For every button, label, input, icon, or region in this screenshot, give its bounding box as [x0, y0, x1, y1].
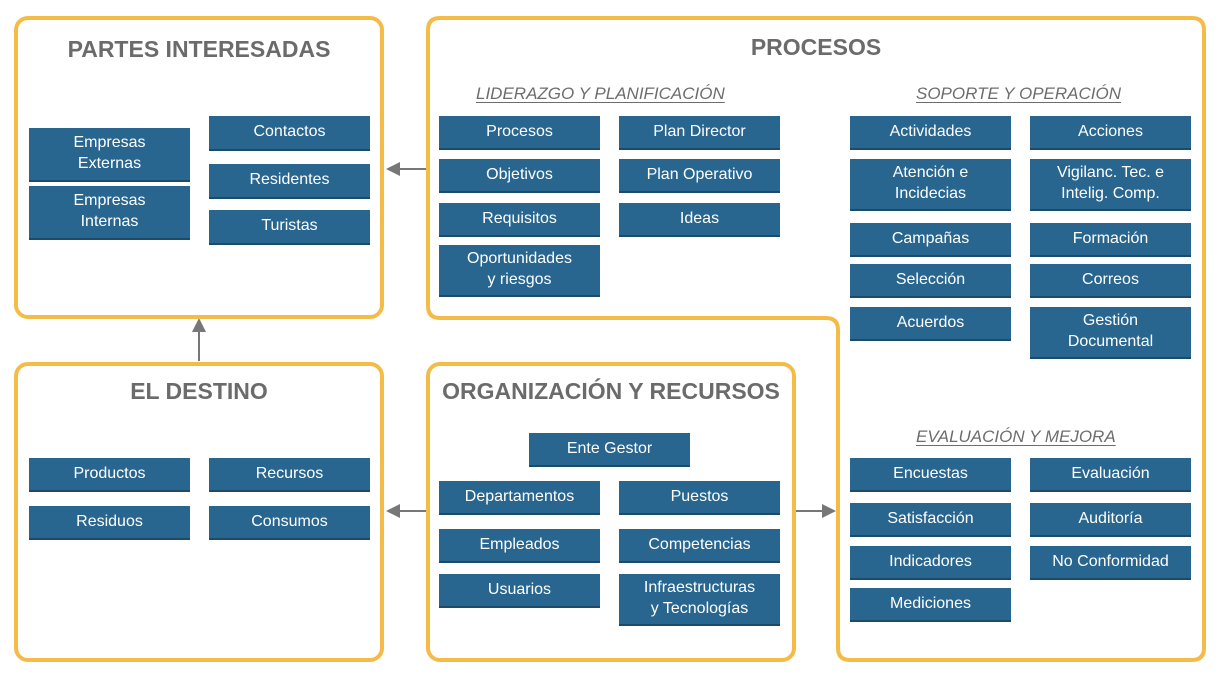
evaluacion-item-indicadores: Indicadores [850, 546, 1011, 578]
empresas-externas-box: Empresas Externas [29, 128, 190, 180]
liderazgo-item-objetivos: Objetivos [439, 159, 600, 191]
arrow-to-partes [386, 162, 400, 176]
organizacion-title: ORGANIZACIÓN Y RECURSOS [442, 378, 780, 404]
soporte-item-acuerdos: Acuerdos [850, 307, 1011, 339]
empleados-box: Empleados [439, 529, 600, 561]
ente-gestor-box: Ente Gestor [529, 433, 690, 465]
soporte-item-actividades: Actividades [850, 116, 1011, 148]
evaluacion-item-encuestas: Encuestas [850, 458, 1011, 490]
infraestructuras-box: Infraestructuras y Tecnologías [619, 574, 780, 624]
soporte-item-vigilancia: Vigilanc. Tec. e Intelig. Comp. [1030, 159, 1191, 209]
turistas-box: Turistas [209, 210, 370, 243]
destino-item-consumos: Consumos [209, 506, 370, 538]
liderazgo-item-procesos: Procesos [439, 116, 600, 148]
evaluacion-item-no-conformidad: No Conformidad [1030, 546, 1191, 578]
empresas-internas-box: Empresas Internas [29, 186, 190, 238]
evaluacion-item-mediciones: Mediciones [850, 588, 1011, 620]
destino-item-productos: Productos [29, 458, 190, 490]
evaluacion-item-evaluacion: Evaluación [1030, 458, 1191, 490]
departamentos-box: Departamentos [439, 481, 600, 513]
soporte-item-acciones: Acciones [1030, 116, 1191, 148]
liderazgo-item-plan-director: Plan Director [619, 116, 780, 148]
liderazgo-item-requisitos: Requisitos [439, 203, 600, 235]
soporte-item-correos: Correos [1030, 264, 1191, 296]
soporte-item-campanas: Campañas [850, 223, 1011, 255]
evaluacion-subtitle: EVALUACIÓN Y MEJORA [916, 427, 1116, 446]
puestos-box: Puestos [619, 481, 780, 513]
evaluacion-item-satisfaccion: Satisfacción [850, 503, 1011, 535]
partes-interesadas-title: PARTES INTERESADAS [67, 36, 331, 62]
soporte-item-atencion: Atención e Incidecias [850, 159, 1011, 209]
soporte-item-formacion: Formación [1030, 223, 1191, 255]
competencias-box: Competencias [619, 529, 780, 561]
soporte-item-gestion-documental: Gestión Documental [1030, 307, 1191, 357]
destino-item-recursos: Recursos [209, 458, 370, 490]
el-destino-title: EL DESTINO [130, 378, 268, 404]
soporte-item-seleccion: Selección [850, 264, 1011, 296]
liderazgo-item-oportunidades: Oportunidades y riesgos [439, 245, 600, 295]
soporte-subtitle: SOPORTE Y OPERACIÓN [916, 84, 1122, 103]
arrow-to-destino [386, 504, 400, 518]
contactos-box: Contactos [209, 116, 370, 149]
liderazgo-subtitle: LIDERAZGO Y PLANIFICACIÓN [476, 84, 725, 103]
usuarios-box: Usuarios [439, 574, 600, 606]
arrow-up-to-partes [192, 318, 206, 332]
arrow-to-procesos [822, 504, 836, 518]
destino-item-residuos: Residuos [29, 506, 190, 538]
liderazgo-item-ideas: Ideas [619, 203, 780, 235]
procesos-title: PROCESOS [750, 34, 882, 60]
evaluacion-item-auditoria: Auditoría [1030, 503, 1191, 535]
liderazgo-item-plan-operativo: Plan Operativo [619, 159, 780, 191]
residentes-box: Residentes [209, 164, 370, 197]
